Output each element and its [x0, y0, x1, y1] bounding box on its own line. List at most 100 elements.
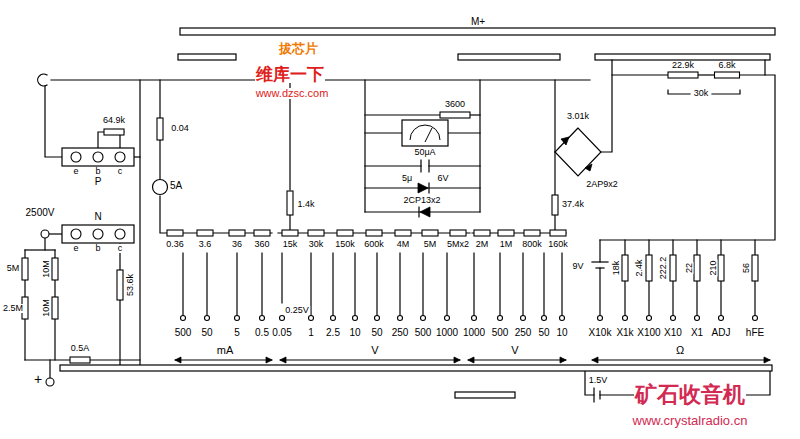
circuit-label: 0.25V: [284, 306, 310, 315]
resistor-symbol: [282, 230, 298, 236]
circuit-label: 0.5A: [70, 344, 91, 353]
contact-lead: [332, 253, 333, 316]
wire: [429, 165, 480, 166]
circuit-label: V: [370, 345, 379, 356]
wire: [44, 238, 45, 250]
battery-symbol: [592, 261, 608, 262]
wire: [601, 60, 612, 152]
resistor-symbol: [366, 230, 382, 236]
circuit-label: 250: [391, 328, 410, 338]
range-bracket: [592, 359, 770, 360]
node-label: b: [94, 244, 101, 253]
wire: [119, 300, 120, 365]
fuse-outline: [153, 180, 168, 195]
watermark: www.crystalradio.cn: [632, 414, 749, 427]
circuit-label: 6V: [436, 174, 449, 183]
circuit-label: 36: [231, 240, 243, 249]
socket-pin: [93, 229, 103, 239]
contact-point: [280, 316, 285, 321]
arrow-head: [468, 357, 474, 363]
circuit-label: 1.5V: [588, 376, 609, 385]
resistor-symbol: [52, 297, 58, 319]
socket-outline: [62, 225, 134, 243]
circuit-label: 9V: [571, 262, 584, 271]
socket-pin: [71, 229, 81, 239]
resistor-symbol: [167, 230, 183, 236]
wire: [98, 132, 104, 148]
diode-symbol: [420, 207, 430, 217]
circuit-label: 22.9k: [671, 61, 695, 70]
wire: [25, 249, 55, 250]
wire: [555, 128, 601, 176]
contact-point: [421, 316, 426, 321]
contact-point: [181, 316, 186, 321]
circuit-label: 500: [414, 328, 433, 338]
circuit-label: V: [510, 345, 519, 356]
component-value: 56: [742, 262, 751, 274]
jack-socket: [41, 230, 49, 238]
circuit-label: 600k: [363, 240, 385, 249]
resistor-symbol: [450, 230, 466, 236]
circuit-label: 4M: [396, 240, 411, 249]
resistor-symbol: [22, 258, 28, 280]
circuit-label: 2CP13x2: [402, 196, 441, 205]
arrow-head: [560, 357, 566, 363]
resistor-symbol: [550, 230, 566, 236]
circuit-label: 500: [491, 328, 510, 338]
contact-point: [445, 316, 450, 321]
wire: [764, 60, 765, 75]
socket-pin: [115, 152, 125, 162]
contact-point: [695, 316, 700, 321]
resistor-symbol: [395, 230, 411, 236]
resistor-symbol: [104, 129, 124, 135]
wire: [554, 80, 555, 152]
circuit-label: Ω: [675, 345, 685, 356]
contact-lead: [354, 253, 355, 316]
arrow-head: [592, 357, 598, 363]
contact-point: [753, 316, 758, 321]
switch-bar: [178, 54, 236, 60]
circuit-label: 2M: [475, 240, 490, 249]
circuit-label: X10k: [588, 328, 613, 338]
watermark: www.dzsc.com: [255, 88, 330, 99]
meter-movement: 50μA: [402, 120, 448, 160]
contact-point: [623, 316, 628, 321]
switch-bar: [180, 28, 775, 35]
circuit-label: +: [33, 372, 43, 386]
circuit-label: 5M: [423, 240, 438, 249]
resistor-symbol: [694, 255, 700, 281]
contact-lead: [422, 253, 423, 316]
switch-bar: [595, 54, 770, 60]
watermark: 拔芯片: [278, 42, 319, 55]
wire: [49, 360, 50, 378]
circuit-label: 3600: [444, 100, 466, 109]
circuit-label: M+: [470, 17, 486, 27]
resistor-symbol: [422, 230, 438, 236]
contact-lead: [281, 253, 282, 303]
circuit-label: X1k: [615, 328, 634, 338]
contact-lead: [310, 253, 311, 316]
circuit-label: 30k: [308, 240, 325, 249]
resistor-symbol: [157, 118, 163, 140]
jack-socket: [46, 378, 54, 386]
circuit-label: hFE: [745, 328, 765, 338]
circuit-label: 1000: [462, 328, 486, 338]
switch-bar: [455, 392, 515, 398]
contact-point: [260, 316, 265, 321]
wire: [420, 160, 421, 172]
contact-point: [719, 316, 724, 321]
circuit-label: 5μ: [401, 174, 413, 183]
node-label: 5A: [169, 181, 183, 191]
resistor-symbol: [337, 230, 353, 236]
contact-point: [375, 316, 380, 321]
resistor-symbol: [646, 255, 652, 281]
circuit-label: 2.5M: [2, 304, 24, 313]
component-value: 18k: [612, 260, 621, 277]
diode-symbol: [418, 183, 428, 193]
wire: [479, 80, 480, 212]
resistor-symbol: [524, 230, 540, 236]
contact-lead: [561, 253, 562, 316]
node-label: N: [93, 212, 102, 222]
meter-needle: [425, 128, 432, 142]
node-label: e: [72, 244, 79, 253]
